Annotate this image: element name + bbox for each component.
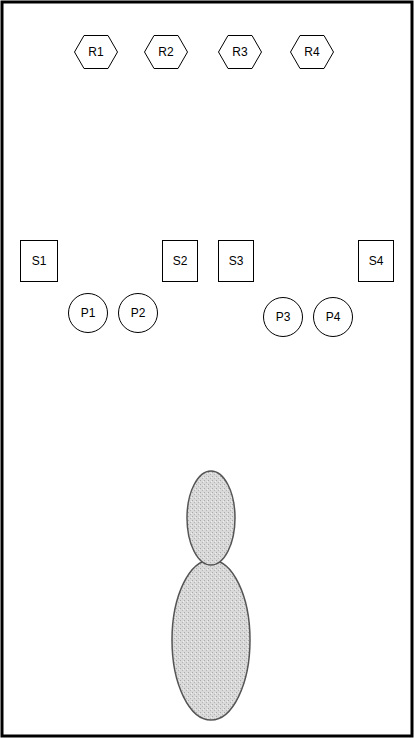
- square-node: S2: [162, 240, 198, 282]
- node-label: R3: [232, 46, 247, 58]
- circle-node: P1: [68, 293, 108, 333]
- node-label: S4: [369, 255, 384, 267]
- node-label: P3: [276, 311, 291, 323]
- circle-node: P2: [118, 293, 158, 333]
- node-label: S2: [173, 255, 188, 267]
- node-label: P4: [326, 311, 341, 323]
- node-label: P1: [81, 307, 96, 319]
- node-label: S3: [229, 255, 244, 267]
- person-head: [187, 471, 235, 565]
- node-label: R2: [158, 46, 173, 58]
- hexagon-node: R3: [218, 35, 262, 69]
- hexagon-node: R4: [290, 35, 334, 69]
- node-label: P2: [131, 307, 146, 319]
- node-label: S1: [32, 255, 47, 267]
- circle-node: P4: [313, 297, 353, 337]
- node-label: R1: [88, 46, 103, 58]
- person-body: [172, 560, 250, 720]
- hexagon-node: R1: [74, 35, 118, 69]
- node-label: R4: [304, 46, 319, 58]
- square-node: S1: [20, 240, 58, 282]
- square-node: S4: [358, 240, 394, 282]
- circle-node: P3: [263, 297, 303, 337]
- square-node: S3: [218, 240, 254, 282]
- hexagon-node: R2: [144, 35, 188, 69]
